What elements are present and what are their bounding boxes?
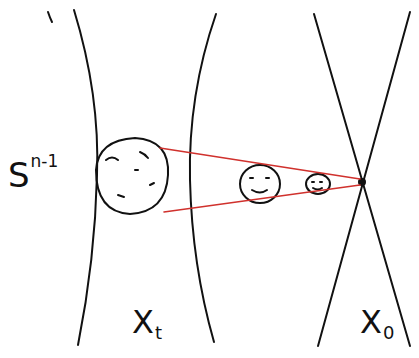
sphere: [96, 138, 168, 214]
stroke-mark: [48, 12, 52, 22]
space-label: X: [360, 306, 382, 338]
sphere-shading: [250, 178, 269, 193]
shrink-line: [160, 148, 360, 179]
hyperbola-branch: [74, 10, 97, 345]
shrink-line: [164, 185, 360, 212]
sphere-shading: [312, 182, 322, 190]
hyperbola-branch: [190, 14, 216, 342]
subscript: t: [155, 324, 162, 342]
space-label: S: [8, 158, 30, 192]
cone-line: [318, 12, 410, 346]
sphere-shading: [106, 152, 154, 197]
space-label: X: [132, 306, 154, 338]
superscript: n-1: [31, 153, 59, 170]
subscript: 0: [383, 324, 394, 342]
